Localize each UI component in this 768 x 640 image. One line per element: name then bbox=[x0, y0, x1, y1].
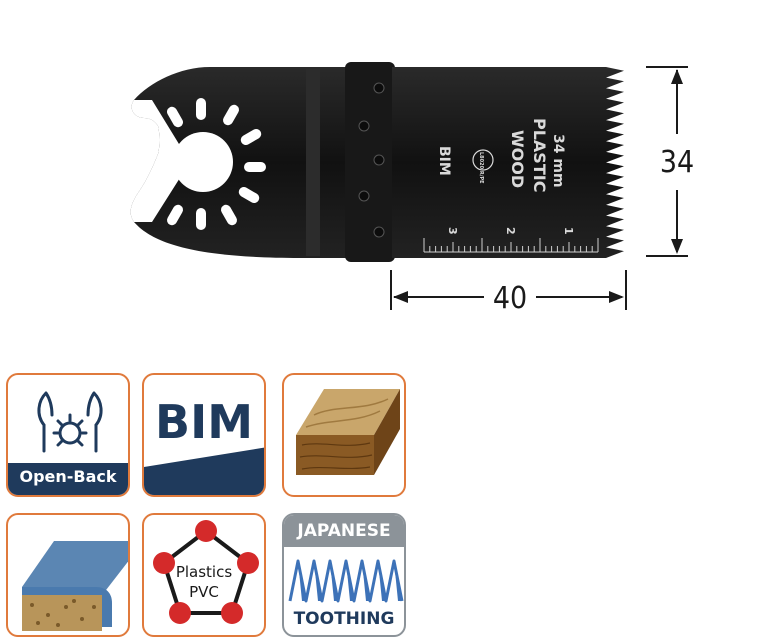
tile-plastics: Plastics PVC bbox=[142, 513, 266, 637]
marking-logo: L8020 R/PE bbox=[478, 152, 484, 184]
tile-laminate bbox=[6, 513, 130, 637]
laminate-board-icon bbox=[22, 541, 128, 631]
japanese-label: JAPANESE bbox=[297, 521, 391, 541]
plastics-label-2: PVC bbox=[189, 583, 219, 601]
tile-open-back: Open-Back bbox=[6, 373, 130, 497]
bim-badge bbox=[144, 447, 264, 495]
height-dimension bbox=[646, 66, 688, 257]
bim-label: BIM bbox=[155, 395, 253, 449]
blade-mount bbox=[130, 67, 300, 258]
open-back-label: Open-Back bbox=[19, 467, 117, 486]
teeth-icon bbox=[284, 515, 404, 603]
width-label: 40 bbox=[493, 281, 527, 316]
marking-material-1: WOOD bbox=[508, 130, 527, 188]
height-label: 34 bbox=[660, 145, 694, 180]
tile-bim: BIM bbox=[142, 373, 266, 497]
scale-number-1: 1 bbox=[562, 227, 575, 235]
plastics-label-1: Plastics bbox=[175, 563, 233, 581]
tile-japanese-toothing: JAPANESE TOOTHING bbox=[282, 513, 406, 637]
marking-material-2: PLASTIC bbox=[530, 118, 549, 192]
blade-drawing: BIM L8020 R/PE WOOD PLASTIC 34 mm 3 2 1 … bbox=[130, 62, 694, 316]
scale-number-3: 3 bbox=[446, 227, 459, 235]
width-dimension bbox=[390, 270, 627, 310]
blade-scale: 3 2 1 bbox=[423, 227, 599, 253]
wood-plank-icon bbox=[296, 389, 400, 475]
mount-icon bbox=[8, 391, 128, 495]
molecule-icon bbox=[153, 520, 259, 624]
scale-number-2: 2 bbox=[504, 227, 517, 235]
blade-marking: BIM L8020 R/PE WOOD PLASTIC 34 mm bbox=[436, 118, 566, 192]
marking-size: 34 mm bbox=[550, 134, 566, 188]
tile-wood bbox=[282, 373, 406, 497]
blade-neck bbox=[300, 62, 396, 262]
blade-body bbox=[392, 67, 624, 258]
toothing-label: TOOTHING bbox=[293, 609, 395, 629]
marking-brand: BIM bbox=[436, 146, 452, 176]
